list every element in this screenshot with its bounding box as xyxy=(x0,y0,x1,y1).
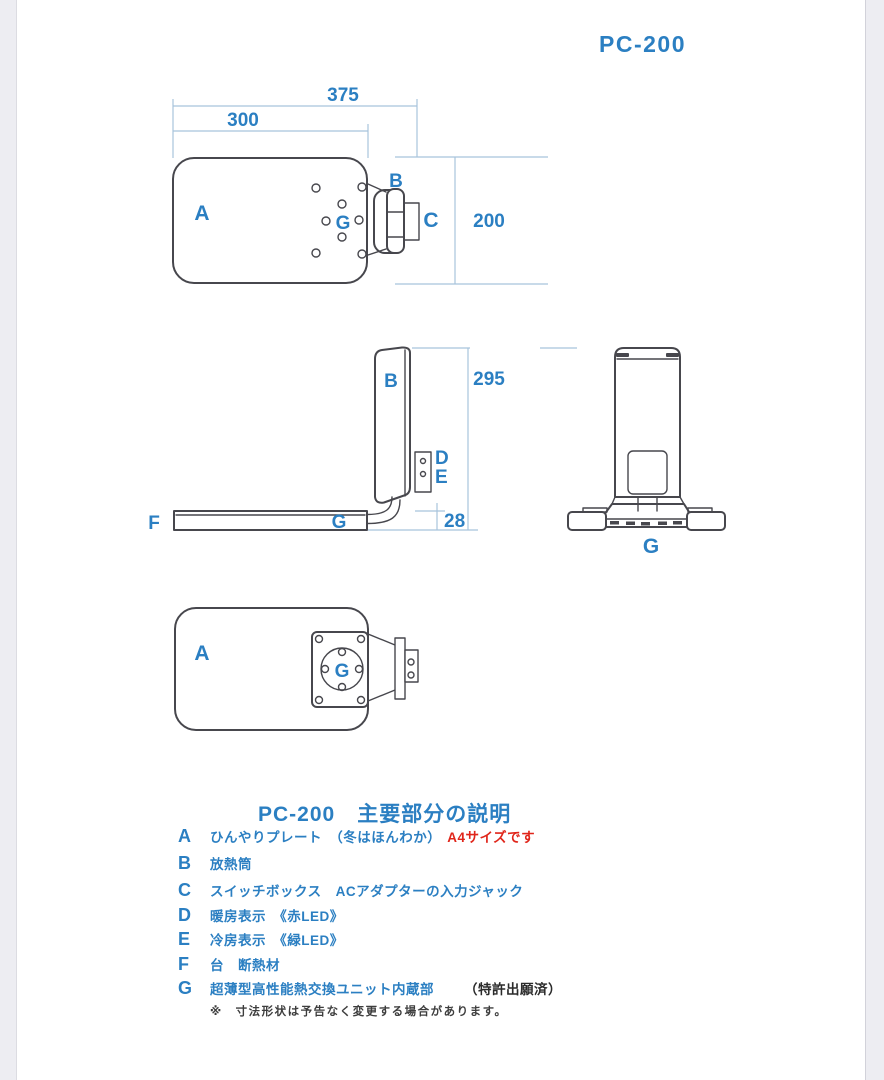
dim-plate-width: 300 xyxy=(227,110,259,131)
unit-box-bottom xyxy=(311,631,369,708)
dimension-lines-side xyxy=(368,347,577,531)
cable-curves xyxy=(366,496,401,525)
label-plate-bottom: A xyxy=(194,642,209,665)
legend-text-d: 暖房表示 《赤LED》 xyxy=(210,909,344,924)
legend-highlight-a4: A4サイズです xyxy=(447,830,536,845)
legend-key-g: G xyxy=(178,978,193,998)
legend-text-c: スイッチボックス ACアダプターの入力ジャック xyxy=(210,884,524,899)
page-margin-left xyxy=(0,0,17,1080)
legend-text-f: 台 断熱材 xyxy=(210,958,280,973)
label-heat-led: D xyxy=(435,448,449,469)
legend-key-b: B xyxy=(178,853,191,873)
column-window xyxy=(627,450,668,495)
legend-text-g: 超薄型高性能熱交換ユニット内蔵部 xyxy=(210,982,434,997)
rear-view: G xyxy=(567,347,726,558)
screw-holes-top xyxy=(311,182,367,259)
top-view: 375 300 200 A B C G xyxy=(172,85,548,285)
column-outline xyxy=(614,347,681,498)
label-switchbox-top: C xyxy=(423,209,438,232)
legend-key-d: D xyxy=(178,905,191,925)
plate-outline-top xyxy=(172,157,368,284)
legend-item-b: B 放熱筒 xyxy=(178,853,252,874)
dim-base-thickness: 28 xyxy=(444,511,465,532)
label-base: F xyxy=(148,513,160,534)
label-unit-top: G xyxy=(336,213,351,234)
dim-height: 295 xyxy=(473,369,505,390)
legend-key-a: A xyxy=(178,826,191,846)
legend-item-f: F 台 断熱材 xyxy=(178,954,280,975)
dim-depth: 200 xyxy=(473,211,505,232)
legend-key-e: E xyxy=(178,929,191,949)
base-assembly-rear xyxy=(567,496,726,531)
side-view: 295 28 B D E F G xyxy=(148,346,577,534)
label-tube-top: B xyxy=(389,171,403,192)
bottom-view: A G xyxy=(174,607,419,731)
footnote: ※ 寸法形状は予告なく変更する場合があります。 xyxy=(210,1006,508,1018)
label-tube-side: B xyxy=(384,371,398,392)
legend-item-a: A ひんやりプレート （冬はほんわか） A4サイズです xyxy=(178,826,535,847)
page-title: PC-200 xyxy=(599,31,686,57)
legend-text-b: 放熱筒 xyxy=(210,857,252,872)
legend-note-patent: （特許出願済） xyxy=(464,982,562,997)
label-unit-side: G xyxy=(332,512,347,533)
page-margin-right xyxy=(865,0,884,1080)
legend-item-g: G 超薄型高性能熱交換ユニット内蔵部 （特許出願済） xyxy=(178,978,562,999)
rim-mark-right xyxy=(666,353,679,357)
legend-item-c: C スイッチボックス ACアダプターの入力ジャック xyxy=(178,880,523,901)
legend-text-a: ひんやりプレート （冬はほんわか） xyxy=(210,830,442,845)
dim-total-width: 375 xyxy=(327,85,359,106)
tube-and-switchbox-top xyxy=(367,183,420,256)
legend-key-f: F xyxy=(178,954,189,974)
legend-title: PC-200 主要部分の説明 xyxy=(258,803,512,826)
led-box-side xyxy=(414,451,432,493)
legend-text-e: 冷房表示 《緑LED》 xyxy=(210,933,344,948)
rim-mark-left xyxy=(616,353,629,357)
label-plate-top: A xyxy=(194,202,209,225)
legend-item-e: E 冷房表示 《緑LED》 xyxy=(178,929,344,950)
label-unit-bottom: G xyxy=(335,661,350,682)
legend-item-d: D 暖房表示 《赤LED》 xyxy=(178,905,344,926)
legend-key-c: C xyxy=(178,880,191,900)
label-unit-rear: G xyxy=(643,535,659,558)
base-slab-side xyxy=(173,510,368,531)
tube-outline-side xyxy=(374,346,411,504)
dimension-lines-top xyxy=(172,99,548,285)
label-cool-led: E xyxy=(435,467,448,488)
tube-and-switchbox-bottom xyxy=(367,633,419,702)
